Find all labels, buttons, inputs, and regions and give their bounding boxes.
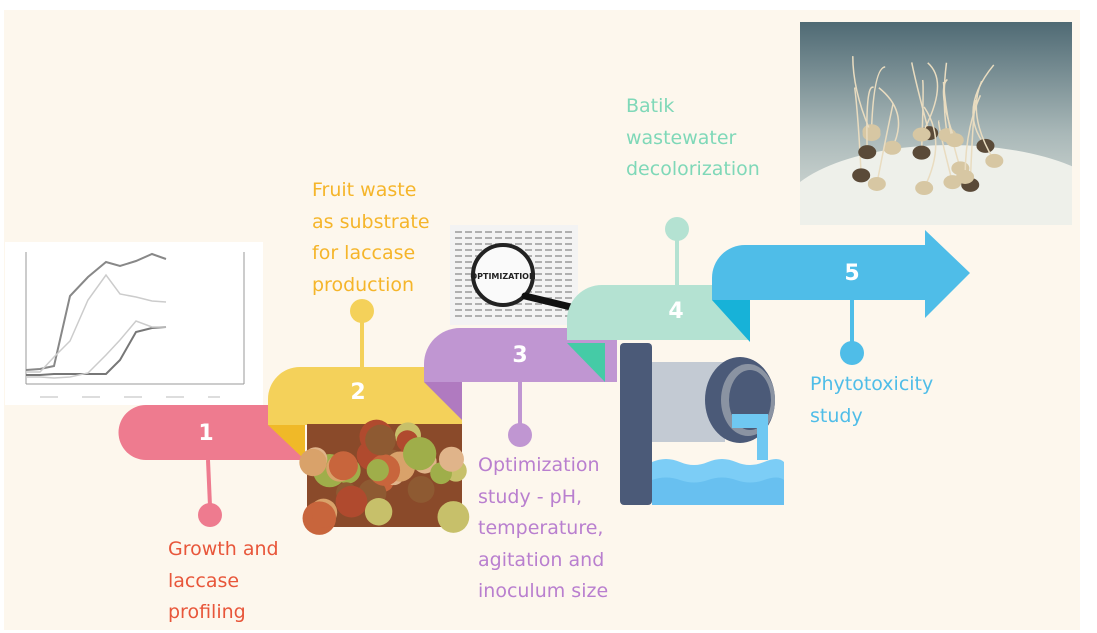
step-3-pin — [508, 423, 532, 447]
step-3-label-line: Optimization — [478, 454, 600, 476]
step-3-label-line: agitation and — [478, 548, 605, 571]
step-1-label-line: Growth and — [168, 538, 279, 560]
step-2-label-line: as substrate — [312, 210, 430, 233]
step-1-label: Growth and laccase profiling — [168, 534, 279, 629]
step-1-band: 1 — [118, 405, 305, 527]
step-3-label-line: inoculum size — [478, 580, 609, 602]
fruit-waste-photo — [299, 419, 470, 535]
seedling-photo — [800, 22, 1072, 225]
step-5-number: 5 — [844, 261, 859, 286]
process-diagram: 1 2 OPTIMIZATION 3 4 — [4, 10, 1080, 630]
step-4-pin — [665, 217, 689, 241]
step-5-band: 5 — [712, 230, 970, 365]
step-1-label-line: laccase — [168, 569, 240, 592]
step-2-number: 2 — [350, 380, 365, 405]
step-4-band: 4 — [567, 217, 750, 382]
step-3-label: Optimization study - pH, temperature, ag… — [478, 450, 608, 608]
step-3-band: 3 — [424, 328, 617, 447]
step-4-number: 4 — [668, 299, 683, 324]
step-3-number: 3 — [512, 343, 527, 368]
step-1-number: 1 — [198, 421, 213, 446]
step-4-label-line: Batik — [626, 95, 675, 117]
step-1-label-line: profiling — [168, 601, 246, 623]
magnifier-optimization-image: OPTIMIZATION — [450, 225, 579, 325]
step-4-label-line: decolorization — [626, 158, 760, 180]
diagram-graphics: 1 2 OPTIMIZATION 3 4 — [5, 22, 1072, 535]
step-3-label-line: temperature, — [478, 517, 604, 539]
step-2-band: 2 — [268, 299, 462, 460]
wastewater-pipe-icon — [620, 343, 784, 505]
step-2-label: Fruit waste as substrate for laccase pro… — [312, 175, 430, 301]
step-1-pin — [198, 503, 222, 527]
optimization-word: OPTIMIZATION — [470, 272, 535, 281]
step-2-label-line: for laccase — [312, 242, 416, 264]
step-2-pin — [350, 299, 374, 323]
growth-chart-image — [5, 242, 263, 405]
step-5-label: Phytotoxicity study — [810, 369, 933, 432]
step-4-label: Batik wastewater decolorization — [626, 91, 760, 186]
step-3-label-line: study - pH, — [478, 485, 583, 508]
step-4-label-line: wastewater — [626, 126, 737, 149]
step-2-label-line: production — [312, 273, 415, 296]
step-5-label-line: Phytotoxicity — [810, 373, 934, 395]
step-2-label-line: Fruit waste — [312, 179, 417, 201]
step-5-label-line: study — [810, 404, 863, 427]
step-5-pin — [840, 341, 864, 365]
